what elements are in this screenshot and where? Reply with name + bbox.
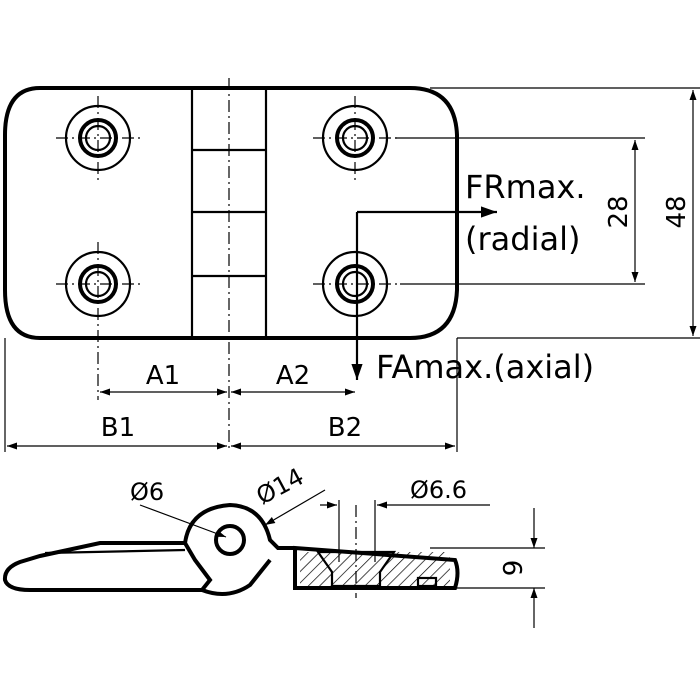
dimension-a: A1 A2 xyxy=(100,361,355,396)
mounting-hole-bottom-right xyxy=(313,250,400,318)
axial-force-label: FAmax.(axial) xyxy=(376,348,594,386)
knuckle-profile xyxy=(183,502,295,550)
hinge-outline xyxy=(3,86,459,340)
dim-28-label: 28 xyxy=(604,195,634,228)
left-leaf-top-edge xyxy=(44,548,186,555)
dimension-9: 9 xyxy=(430,508,545,628)
force-axial: FAmax.(axial) xyxy=(351,212,594,386)
radial-force-label: FRmax. xyxy=(465,168,586,206)
mounting-hole-top-right xyxy=(313,96,400,182)
left-leaf-profile xyxy=(2,541,213,592)
dim-9-label: 9 xyxy=(499,560,529,577)
dim-b1-label: B1 xyxy=(101,413,135,443)
dim-a1-label: A1 xyxy=(146,361,180,391)
dim-b2-label: B2 xyxy=(328,413,362,443)
dimension-dia-14: Ø14 xyxy=(252,462,326,526)
radial-label: (radial) xyxy=(465,220,580,258)
force-radial: FRmax. (radial) xyxy=(357,168,586,258)
hinge-top-view xyxy=(3,78,459,452)
dia-6-label: Ø6 xyxy=(130,478,164,506)
hinge-side-view xyxy=(2,502,460,598)
pin-hole xyxy=(214,524,246,556)
dimension-dia-6: Ø6 xyxy=(130,478,227,538)
dimension-28: 28 xyxy=(395,137,645,285)
dia-6-6-label: Ø6.6 xyxy=(410,476,467,504)
dia-14-label: Ø14 xyxy=(252,462,309,510)
dimension-48: 48 xyxy=(430,87,700,339)
dimension-dia-6-6: Ø6.6 xyxy=(320,476,490,562)
mounting-hole-bottom-left xyxy=(56,242,140,400)
dimension-b: B1 B2 xyxy=(4,338,458,452)
mounting-hole-top-left xyxy=(56,96,140,182)
dim-a2-label: A2 xyxy=(276,361,310,391)
knuckle-lower xyxy=(201,558,272,596)
dim-48-label: 48 xyxy=(662,195,692,228)
